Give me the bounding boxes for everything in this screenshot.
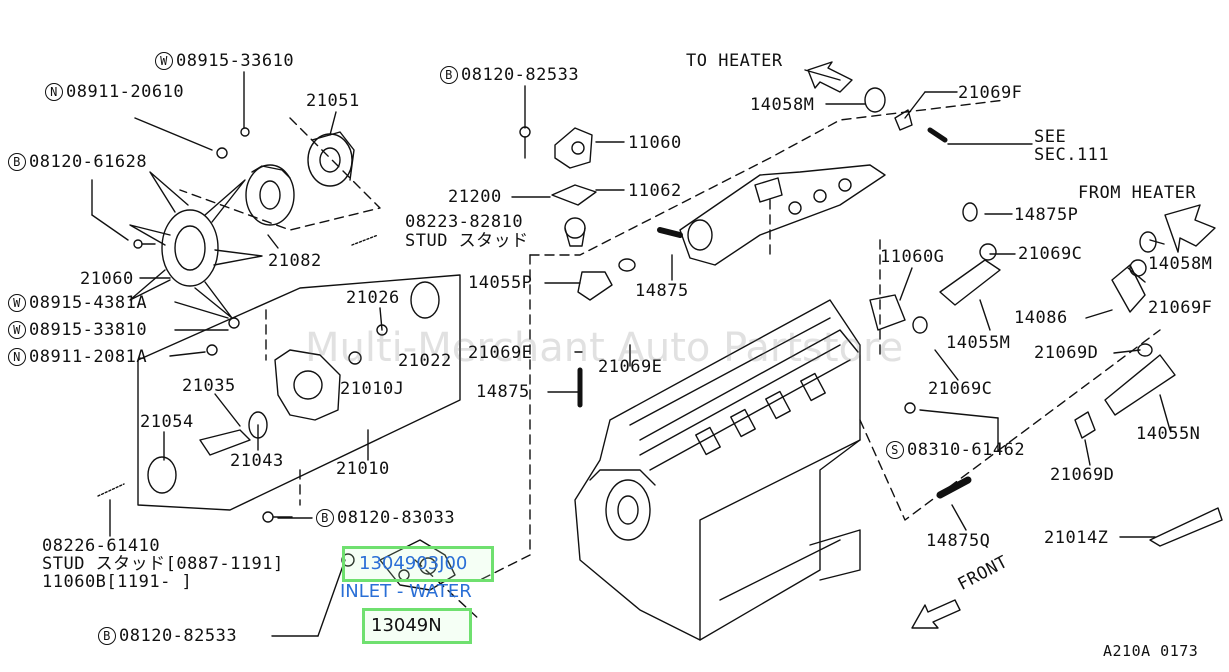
label-08223-82810: 08223-82810	[405, 212, 524, 232]
water-pump-assembly-box	[137, 274, 461, 511]
label-21069c-top: 21069C	[1018, 244, 1083, 264]
bolt-prefix-icon: B	[316, 509, 334, 527]
label-14055n: 14055N	[1136, 424, 1201, 444]
label-sec111: SEC.111	[1034, 145, 1110, 165]
label-from-heater: FROM HEATER	[1078, 183, 1197, 203]
label-14058m-right: 14058M	[1148, 254, 1213, 274]
label-11060b: 11060B[1191- ]	[42, 572, 193, 592]
screw-prefix-icon: S	[886, 441, 904, 459]
flow-arrows	[807, 61, 1216, 629]
watermark: Multi-Merchant Auto Partstore	[305, 325, 904, 371]
label-14875q: 14875Q	[926, 531, 991, 551]
label-21022: 21022	[398, 351, 452, 371]
dashed-boundaries	[179, 99, 1161, 621]
washer-prefix-icon: W	[8, 294, 26, 312]
label-08226-61410: 08226-61410	[42, 536, 161, 556]
label-see: SEE	[1034, 127, 1067, 147]
label-stud-08226: STUD スタッド[0887-1191]	[42, 554, 284, 574]
fasteners	[97, 126, 916, 523]
highlight-part-ref[interactable]: 13049N	[362, 608, 472, 644]
label-diagram-ref: A210A 0173	[1103, 642, 1199, 660]
label-21051: 21051	[306, 91, 360, 111]
washer-prefix-icon: W	[155, 52, 173, 70]
thermostat-housing	[551, 127, 597, 247]
washer-prefix-icon: W	[8, 321, 26, 339]
label-21026: 21026	[346, 288, 400, 308]
label-to-heater: TO HEATER	[686, 51, 783, 71]
label-14875-b: 14875	[476, 382, 530, 402]
label-21069f-right: 21069F	[1148, 298, 1213, 318]
label-14086: 14086	[1014, 308, 1068, 328]
label-14055p: 14055P	[468, 273, 533, 293]
bolt-prefix-icon: B	[98, 627, 116, 645]
cooling-fan	[129, 171, 263, 319]
label-21010j: 21010J	[340, 379, 405, 399]
fan-clutch	[245, 131, 355, 226]
label-21010: 21010	[336, 459, 390, 479]
label-21054: 21054	[140, 412, 194, 432]
label-21069d-top: 21069D	[1034, 343, 1099, 363]
label-14055m: 14055M	[946, 333, 1011, 353]
label-21035: 21035	[182, 376, 236, 396]
label-14875p: 14875P	[1014, 205, 1079, 225]
part-ref-text: 13049N	[371, 615, 442, 636]
label-11060: 11060	[628, 133, 682, 153]
label-11060g: 11060G	[880, 247, 945, 267]
engine-block	[574, 299, 861, 641]
label-21069e-left: 21069E	[468, 343, 533, 363]
label-stud: STUD スタッド	[405, 231, 529, 251]
label-21069c-bottom: 21069C	[928, 379, 993, 399]
label-14058m-top: 14058M	[750, 95, 815, 115]
label-21069e-right: 21069E	[598, 357, 663, 377]
hoses	[577, 87, 1223, 547]
label-21043: 21043	[230, 451, 284, 471]
label-21082: 21082	[268, 251, 322, 271]
label-14875-a: 14875	[635, 281, 689, 301]
intake-manifold	[679, 164, 886, 266]
label-21014z: 21014Z	[1044, 528, 1109, 548]
label-21069f-top: 21069F	[958, 83, 1023, 103]
label-11062: 11062	[628, 181, 682, 201]
nut-prefix-icon: N	[8, 348, 26, 366]
water-pump	[147, 281, 440, 494]
part-name-link[interactable]: INLET - WATER	[340, 581, 472, 602]
label-21060: 21060	[80, 269, 134, 289]
label-21200: 21200	[448, 187, 502, 207]
nut-prefix-icon: N	[45, 83, 63, 101]
label-21069d-bottom: 21069D	[1050, 465, 1115, 485]
bolt-prefix-icon: B	[440, 66, 458, 84]
part-code-link[interactable]: 1304903J00	[359, 553, 468, 574]
bolt-prefix-icon: B	[8, 153, 26, 171]
highlight-part-code[interactable]: 1304903J00	[342, 546, 494, 582]
